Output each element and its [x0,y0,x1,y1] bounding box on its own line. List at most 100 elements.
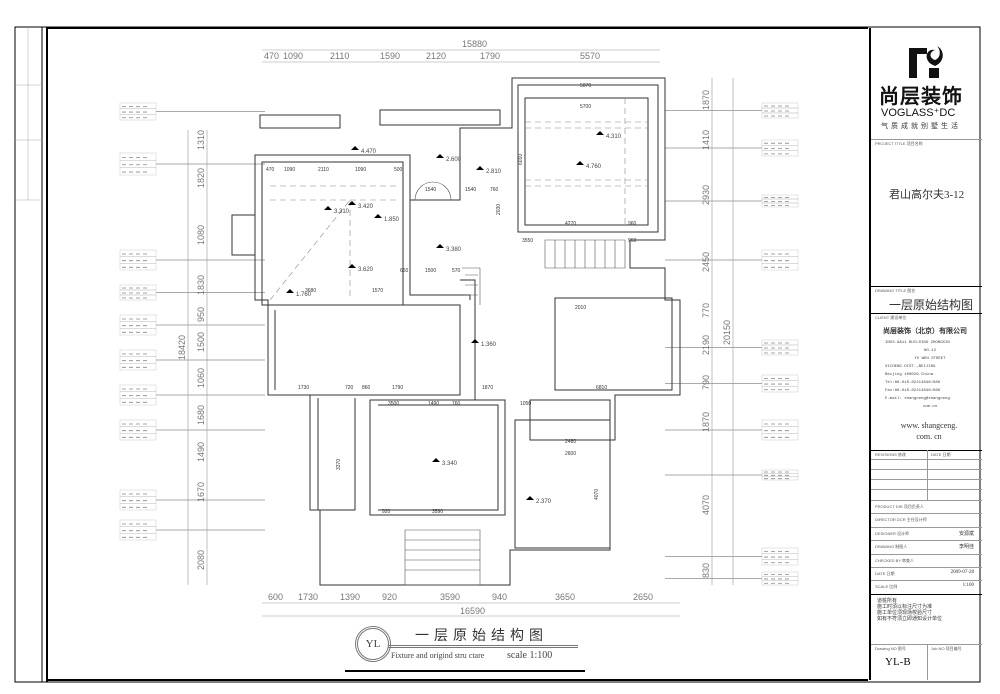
client-address-line: Fax:86-010-82214848/666 [885,389,941,393]
title-row-label: DESIGNER 设计师 [875,530,910,536]
dimension-label: 1090 [283,51,303,61]
note-line: 道桩所有 [877,598,898,604]
level-label: 1.760 [296,292,312,298]
dimension-label: 1410 [701,130,711,150]
divider [871,526,982,528]
title-row-label: SCALE 比例 [875,584,898,590]
annotation-tag [119,519,265,541]
dimension-label: 2600 [565,451,576,457]
revisions-label: REVISIONS 修改 [875,452,906,457]
dimension-label: 570 [452,268,461,274]
dimension-label: 3370 [336,459,342,470]
level-marker-icon [348,201,356,205]
title-row-label: DATE 日期 [875,571,895,576]
dimension-label: 2930 [701,185,711,205]
level-marker-icon [576,161,584,165]
divider [871,580,982,582]
level-marker-icon [476,166,484,170]
client-address-line: NO.12 [923,349,936,353]
level-marker-icon [286,289,294,293]
dimension-label: 470 [264,51,279,61]
dimension-label: 3590 [440,592,460,602]
dimension-label: 2190 [701,335,711,355]
title-row-label: DRAWING 制图人 [875,544,908,550]
divider [871,644,982,645]
dimension-label: 4270 [565,221,576,227]
level-label: 3.310 [334,209,350,215]
annotation-tag [119,384,265,406]
annotation-tag [119,102,265,121]
brand-name-en: VOGLASS⁺DC [881,107,956,119]
dimension-label: 2010 [575,305,586,311]
level-marker-icon [351,146,359,150]
annotation-tag [119,314,265,336]
website-line1: www. shangceng. [900,421,958,430]
level-label: 3.420 [358,204,374,210]
drawing-badge: YL [355,626,391,662]
drawing-scale: scale 1:100 [507,650,553,661]
dimension-label: 2450 [701,252,711,272]
dimension-label: 830 [701,563,711,578]
drawing-title-label: DRAWING TITLE 图名 [875,288,916,293]
dimension-label: 1500 [425,268,436,274]
annotation-tag [665,374,799,393]
annotation-tag [119,489,265,511]
dimension-label: 5700 [580,104,591,110]
dimension-label: 470 [266,167,275,173]
dimension-label: 660 [400,268,409,274]
dimension-label: 600 [268,592,283,602]
dimension-label: 15880 [462,39,487,49]
title-row-label: DIRECTOR DCR 主任设计师 [875,517,927,523]
dimension-label: 2110 [330,51,349,61]
title-row-value: 李明佳 [958,545,974,551]
annotation-tag [665,419,799,441]
level-label: 2.600 [446,157,462,163]
dimension-label: 790 [701,375,711,390]
dimension-label: 2120 [426,51,446,61]
dimension-label: 1790 [480,51,500,61]
level-marker-icon [471,339,479,343]
note-line: 施工时須以标注尺寸为准 [877,604,933,610]
divider [871,286,982,287]
dimension-label: 1050 [520,401,531,407]
level-marker-icon [596,131,604,135]
level-marker-icon [432,458,440,462]
level-label: 4.310 [606,134,622,140]
client-address-line: com.cn [922,405,938,409]
notes: 道桩所有施工时須以标注尺寸为准施工单位须现场校验尺寸如有不符须立即通知设计单位 [877,598,942,622]
dimension-label: 1500 [196,332,206,352]
dimension-label: 720 [345,385,354,391]
divider [871,594,982,595]
title-row-value: 2009-07-28 [950,570,974,575]
level-marker-icon [374,214,382,218]
client-address-line: E-mail: shangceng@shangceng. [885,397,953,401]
dimension-label: 920 [382,509,391,515]
divider [871,139,982,140]
annotation-tags [119,102,799,586]
client-address-line: YU WEN STREET [914,357,946,361]
drawing-title: 一层原始结构图 [889,298,974,312]
drawing-title-cn: 一层原始结构图 [415,629,548,644]
drawing-title-block: YL 一层原始结构图 Fixture and origind stru ctar… [355,622,580,667]
title-block: 尚层装饰 VOGLASS⁺DC 气质成就别墅生活 PROJECT TITLE 项… [869,28,982,680]
divider [871,540,982,542]
dimension-label: 5070 [580,83,591,89]
title-row-value: 安源斌 [958,531,974,537]
bottom-rule [345,670,585,672]
divider [927,450,928,500]
dimension-label: 1060 [196,368,206,388]
annotation-tag [119,284,265,301]
client-address-line: XICHENG DIST.,BEIJING [885,365,936,369]
dimension-label: 1090 [284,167,295,173]
dimension-label: 1870 [701,412,711,432]
title-row-value: 1:100 [962,583,974,589]
date-label: DATE 日期 [931,452,951,457]
level-marker-icon [348,264,356,268]
annotation-tag [665,139,799,157]
dimension-label: 2080 [196,550,206,570]
dimension-label: 1870 [482,385,493,391]
dimension-label: 760 [452,401,461,407]
annotation-tag [665,102,799,119]
client-address-line: INO3.&A11 BUILDING ZHONGXIN [885,341,950,345]
